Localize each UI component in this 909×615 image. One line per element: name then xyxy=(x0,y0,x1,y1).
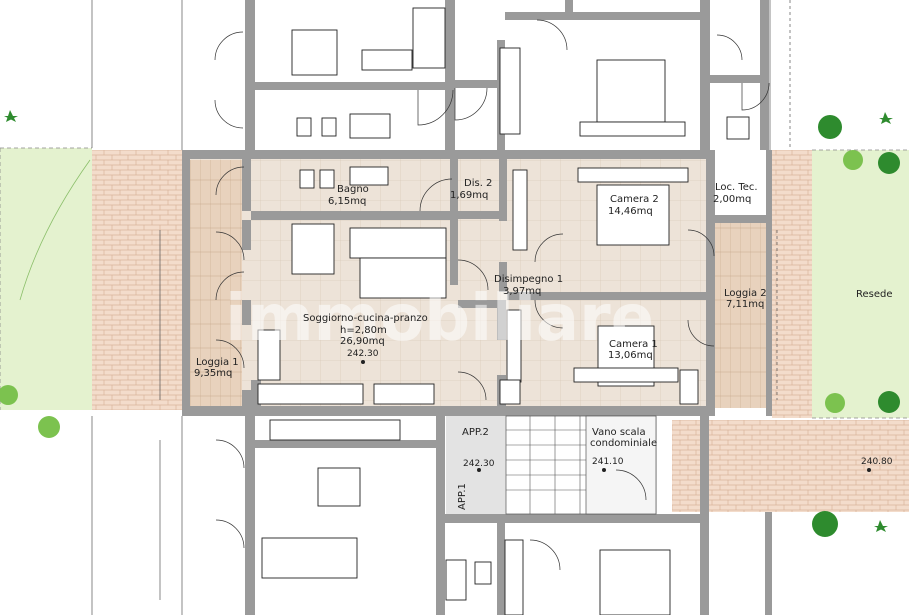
camera1-name: Camera 1 xyxy=(609,339,658,350)
loggia1-area: 9,35mq xyxy=(194,368,232,379)
vano-level: 241.10 xyxy=(592,457,624,467)
app2-name: APP.2 xyxy=(462,427,489,438)
loggia2-deck xyxy=(714,222,766,408)
lot-boundary-left xyxy=(0,147,92,410)
lot-boundary-right xyxy=(812,149,909,419)
loggia1-name: Loggia 1 xyxy=(196,357,239,368)
loctec-name: Loc. Tec. xyxy=(715,182,758,193)
tree-icon xyxy=(812,511,838,537)
palm-icon xyxy=(4,110,18,122)
loggia1-deck xyxy=(186,160,242,408)
dis2-name: Dis. 2 xyxy=(464,178,492,189)
trees xyxy=(0,110,900,537)
disimpegno-name: Disimpegno 1 xyxy=(494,274,563,285)
shrub-icon xyxy=(843,150,863,170)
furniture xyxy=(257,7,750,615)
app-level: 242.30 xyxy=(463,459,495,469)
garden-path-line xyxy=(19,159,91,301)
watermark: immobiliare xyxy=(225,282,654,356)
tree-icon xyxy=(878,391,900,413)
camera2-name: Camera 2 xyxy=(610,194,659,205)
soggiorno-height: h=2,80m xyxy=(340,325,387,336)
dis2-area: 1,69mq xyxy=(450,190,488,201)
room-labels: Bagno 6,15mq Dis. 2 1,69mq Camera 2 14,4… xyxy=(194,178,893,510)
shrub-icon xyxy=(0,385,18,405)
shrub-icon xyxy=(38,416,60,438)
lawn-right xyxy=(812,150,909,418)
terrace-bottom xyxy=(672,420,909,512)
terrace-right xyxy=(772,150,812,418)
disimpegno-area: 3,97mq xyxy=(503,286,541,297)
palm-icon xyxy=(874,520,888,532)
camera1-area: 13,06mq xyxy=(608,350,653,361)
stairwell xyxy=(446,415,657,515)
app1-name: APP.1 xyxy=(457,483,468,510)
loggia2-area: 7,11mq xyxy=(726,299,764,310)
vano-line1: Vano scala xyxy=(592,427,646,438)
tree-icon xyxy=(878,152,900,174)
bagno-name: Bagno xyxy=(337,184,369,195)
loctec-area: 2,00mq xyxy=(713,194,751,205)
vano-line2: condominiale xyxy=(590,438,657,449)
shrub-icon xyxy=(825,393,845,413)
soggiorno-area: 26,90mq xyxy=(340,336,385,347)
resede-level: 240.80 xyxy=(861,457,893,467)
tree-icon xyxy=(818,115,842,139)
palm-icon xyxy=(879,112,893,124)
level-markers xyxy=(361,360,871,472)
loggia2-name: Loggia 2 xyxy=(724,288,767,299)
terrace-left xyxy=(92,150,182,410)
camera2-area: 14,46mq xyxy=(608,206,653,217)
lawn-left xyxy=(0,148,92,410)
soggiorno-name: Soggiorno-cucina-pranzo xyxy=(303,313,428,324)
facade-lines xyxy=(91,0,791,615)
door-swings xyxy=(214,19,770,571)
bagno-area: 6,15mq xyxy=(328,196,366,207)
soggiorno-level: 242.30 xyxy=(347,349,379,359)
resede-name: Resede xyxy=(856,289,893,300)
